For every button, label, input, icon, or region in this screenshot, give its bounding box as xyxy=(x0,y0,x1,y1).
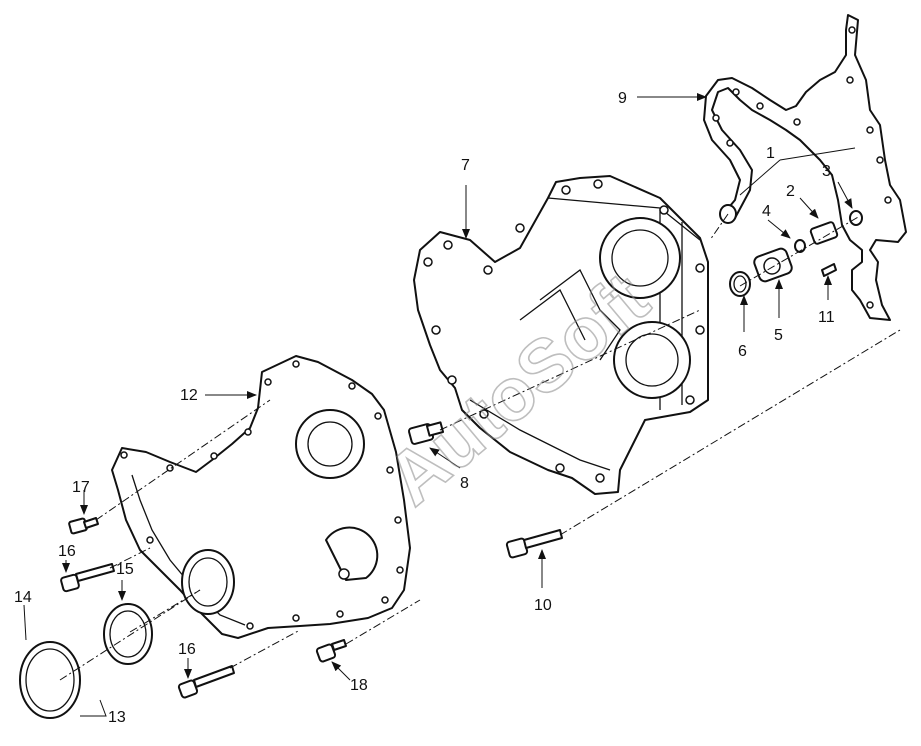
gear-housing-7 xyxy=(413,175,709,495)
callout-16-upper: 16 xyxy=(58,543,76,560)
callout-5: 5 xyxy=(774,327,783,344)
gasket-9 xyxy=(703,14,907,321)
callout-3: 3 xyxy=(822,163,831,180)
callout-15: 15 xyxy=(116,561,134,578)
callout-16-lower: 16 xyxy=(178,641,196,658)
callout-9: 9 xyxy=(618,90,627,107)
bolt-8 xyxy=(407,421,445,445)
callout-6: 6 xyxy=(738,343,747,360)
callout-4: 4 xyxy=(762,203,771,220)
callout-14: 14 xyxy=(14,589,32,606)
seal-15 xyxy=(103,603,153,665)
bolts-small xyxy=(60,517,347,699)
callout-12: 12 xyxy=(180,387,198,404)
callout-18: 18 xyxy=(350,677,368,694)
callout-8: 8 xyxy=(460,475,469,492)
callout-labels: 1 2 3 4 5 6 7 8 9 10 11 12 13 14 15 16 1… xyxy=(14,90,835,726)
bolt-10 xyxy=(505,529,563,559)
seal-14 xyxy=(19,641,81,719)
callout-11: 11 xyxy=(818,309,835,326)
callout-1: 1 xyxy=(766,145,775,162)
callout-7: 7 xyxy=(461,157,470,174)
callout-2: 2 xyxy=(786,183,795,200)
callout-10: 10 xyxy=(534,597,552,614)
leader-lines xyxy=(23,93,856,717)
callout-17: 17 xyxy=(72,479,90,496)
alignment-lines xyxy=(59,213,901,681)
callout-13: 13 xyxy=(108,709,126,726)
front-cover-12 xyxy=(111,355,411,639)
